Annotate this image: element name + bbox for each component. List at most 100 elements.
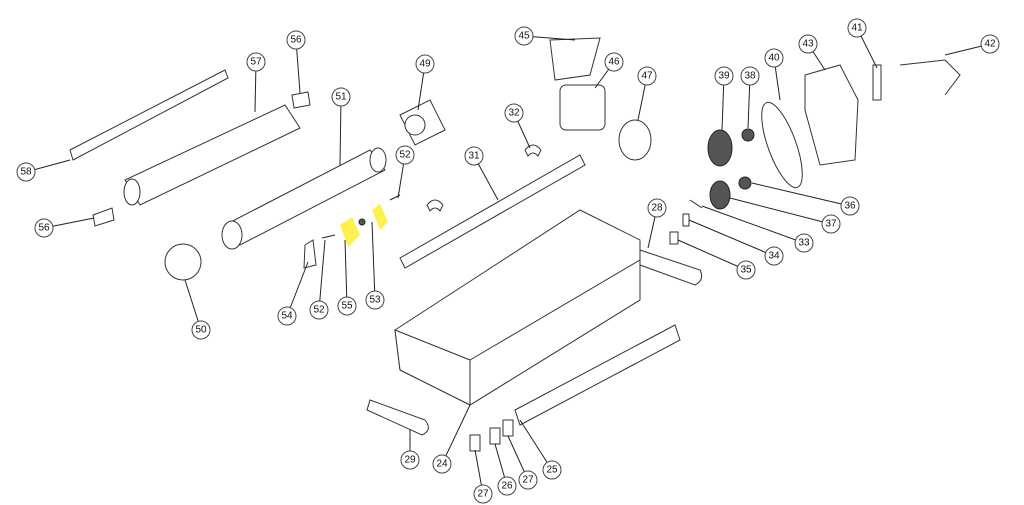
part-25-skid bbox=[514, 324, 681, 426]
callout-circle bbox=[714, 66, 734, 86]
leader-line-53 bbox=[371, 221, 376, 301]
callout-circle bbox=[16, 162, 36, 182]
callout-39: 39 bbox=[714, 66, 734, 86]
part-32-clip bbox=[524, 144, 542, 157]
part-36-nut bbox=[738, 176, 752, 190]
callout-number: 28 bbox=[651, 203, 663, 214]
callout-circle bbox=[518, 470, 538, 490]
callout-41: 41 bbox=[847, 18, 867, 38]
callout-36: 36 bbox=[840, 196, 860, 216]
callout-25: 25 bbox=[542, 460, 562, 480]
callout-circle bbox=[740, 66, 760, 86]
callout-27: 27 bbox=[518, 470, 538, 490]
callout-circle bbox=[337, 296, 357, 316]
callout-circle bbox=[286, 30, 306, 50]
callout-circle bbox=[840, 196, 860, 216]
callout-number: 52 bbox=[313, 305, 325, 316]
leader-line-33 bbox=[701, 205, 805, 244]
callout-circle bbox=[395, 145, 415, 165]
callout-47: 47 bbox=[637, 66, 657, 86]
part-24-frame bbox=[394, 209, 641, 406]
callout-circle bbox=[764, 246, 784, 266]
callout-number: 35 bbox=[740, 265, 752, 276]
callout-51: 51 bbox=[331, 87, 351, 107]
callout-circle bbox=[432, 454, 452, 474]
callout-42: 42 bbox=[980, 34, 1000, 54]
part-37-pulley bbox=[709, 180, 731, 210]
callout-number: 49 bbox=[419, 59, 431, 70]
part-58-bar bbox=[69, 69, 229, 161]
callout-circle bbox=[464, 146, 484, 166]
callout-circle bbox=[415, 54, 435, 74]
callout-number: 54 bbox=[281, 311, 293, 322]
callout-27: 27 bbox=[473, 484, 493, 504]
callout-38: 38 bbox=[740, 66, 760, 86]
part-51-rotor bbox=[221, 147, 387, 250]
callout-number: 37 bbox=[825, 219, 837, 230]
callout-28: 28 bbox=[647, 198, 667, 218]
parts-drawing bbox=[69, 37, 961, 452]
part-28-plate bbox=[639, 249, 703, 286]
leader-line-36 bbox=[751, 182, 851, 207]
part-29-plate bbox=[366, 399, 429, 436]
callout-55: 55 bbox=[337, 296, 357, 316]
part-53-highlighted bbox=[372, 204, 388, 230]
callout-number: 24 bbox=[436, 459, 448, 470]
callout-circle bbox=[604, 52, 624, 72]
callout-circle bbox=[246, 52, 266, 72]
part-50-disc bbox=[164, 243, 202, 281]
callout-number: 55 bbox=[341, 301, 353, 312]
callout-number: 27 bbox=[477, 489, 489, 500]
callout-58: 58 bbox=[16, 162, 36, 182]
part-42-bracket bbox=[899, 59, 961, 96]
callout-45: 45 bbox=[514, 26, 534, 46]
part-39-pulley bbox=[707, 129, 733, 167]
callout-number: 42 bbox=[984, 39, 996, 50]
callout-number: 43 bbox=[802, 39, 814, 50]
callout-number: 40 bbox=[768, 53, 780, 64]
callout-number: 41 bbox=[851, 23, 863, 34]
callout-29: 29 bbox=[400, 450, 420, 470]
callout-34: 34 bbox=[764, 246, 784, 266]
callout-circle bbox=[514, 26, 534, 46]
part-54-bracket bbox=[303, 239, 317, 269]
callout-number: 51 bbox=[335, 92, 347, 103]
leader-line-54 bbox=[286, 261, 309, 317]
part-27-plate bbox=[469, 434, 481, 452]
callout-number: 25 bbox=[546, 465, 558, 476]
part-46-gearbox bbox=[559, 84, 606, 131]
callout-52: 52 bbox=[309, 300, 329, 320]
callout-33: 33 bbox=[794, 233, 814, 253]
callout-32: 32 bbox=[504, 103, 524, 123]
callout-40: 40 bbox=[764, 48, 784, 68]
callout-number: 32 bbox=[508, 108, 520, 119]
callout-56: 56 bbox=[34, 218, 54, 238]
callout-number: 34 bbox=[768, 251, 780, 262]
part-26-plate bbox=[489, 427, 501, 445]
part-57-roller bbox=[123, 104, 301, 206]
leader-line-37 bbox=[729, 197, 832, 225]
callout-number: 58 bbox=[20, 167, 32, 178]
part-49-bearing bbox=[399, 99, 446, 146]
leader-line-55 bbox=[344, 239, 348, 307]
callout-number: 56 bbox=[290, 35, 302, 46]
callout-50: 50 bbox=[191, 320, 211, 340]
part-56-bracket-left bbox=[92, 207, 115, 227]
callout-26: 26 bbox=[497, 476, 517, 496]
callout-53: 53 bbox=[365, 290, 385, 310]
callout-number: 45 bbox=[518, 31, 530, 42]
callout-number: 27 bbox=[522, 475, 534, 486]
callout-circle bbox=[309, 300, 329, 320]
leader-line-24 bbox=[441, 404, 471, 465]
callout-31: 31 bbox=[464, 146, 484, 166]
callout-number: 53 bbox=[369, 295, 381, 306]
callout-number: 36 bbox=[844, 201, 856, 212]
part-47-ring bbox=[618, 119, 652, 161]
part-33-bolt bbox=[689, 199, 703, 209]
part-35 bbox=[669, 231, 679, 245]
callout-number: 33 bbox=[798, 238, 810, 249]
callout-circle bbox=[191, 320, 211, 340]
part-41-bracket bbox=[872, 64, 882, 101]
